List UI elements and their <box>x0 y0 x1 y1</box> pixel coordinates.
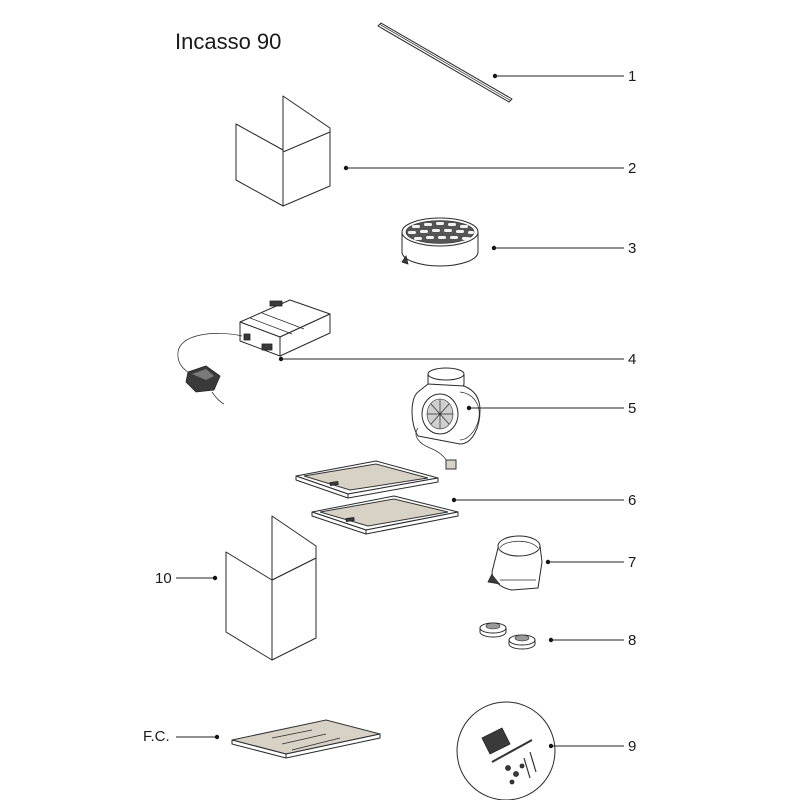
part-10-lower-chimney[interactable] <box>225 515 317 661</box>
label-4: 4 <box>278 351 636 368</box>
label-1: 1 <box>492 68 636 85</box>
label-10-text: 10 <box>155 570 172 587</box>
label-7: 7 <box>545 554 636 571</box>
label-8: 8 <box>548 632 636 649</box>
label-2-text: 2 <box>628 160 636 177</box>
label-5: 5 <box>466 400 636 417</box>
label-8-text: 8 <box>628 632 636 649</box>
part-fc-base-panel[interactable] <box>231 719 381 759</box>
label-5-text: 5 <box>628 400 636 417</box>
label-7-text: 7 <box>628 554 636 571</box>
part-5-blower-motor[interactable] <box>411 367 481 470</box>
label-fc-text: F.C. <box>143 728 170 745</box>
part-8-lamp-bulbs[interactable] <box>479 622 536 650</box>
diagram-title: Incasso 90 <box>175 29 281 54</box>
label-fc: F.C. <box>143 728 220 745</box>
label-6-text: 6 <box>628 492 636 509</box>
label-9-text: 9 <box>628 738 636 755</box>
part-2-upper-chimney[interactable] <box>235 95 331 207</box>
label-10: 10 <box>155 570 218 587</box>
part-9-hardware-kit[interactable] <box>456 701 556 800</box>
part-3-carbon-filter[interactable] <box>401 217 479 267</box>
label-2: 2 <box>343 160 636 177</box>
label-4-text: 4 <box>628 351 636 368</box>
label-3: 3 <box>491 240 636 257</box>
part-4-control-box[interactable] <box>177 299 331 405</box>
part-6-grease-filters[interactable] <box>295 460 459 535</box>
part-1-rod[interactable] <box>377 22 513 103</box>
part-7-lamp-housing[interactable] <box>487 535 543 591</box>
label-1-text: 1 <box>628 68 636 85</box>
label-6: 6 <box>451 492 636 509</box>
label-3-text: 3 <box>628 240 636 257</box>
label-9: 9 <box>548 738 636 755</box>
